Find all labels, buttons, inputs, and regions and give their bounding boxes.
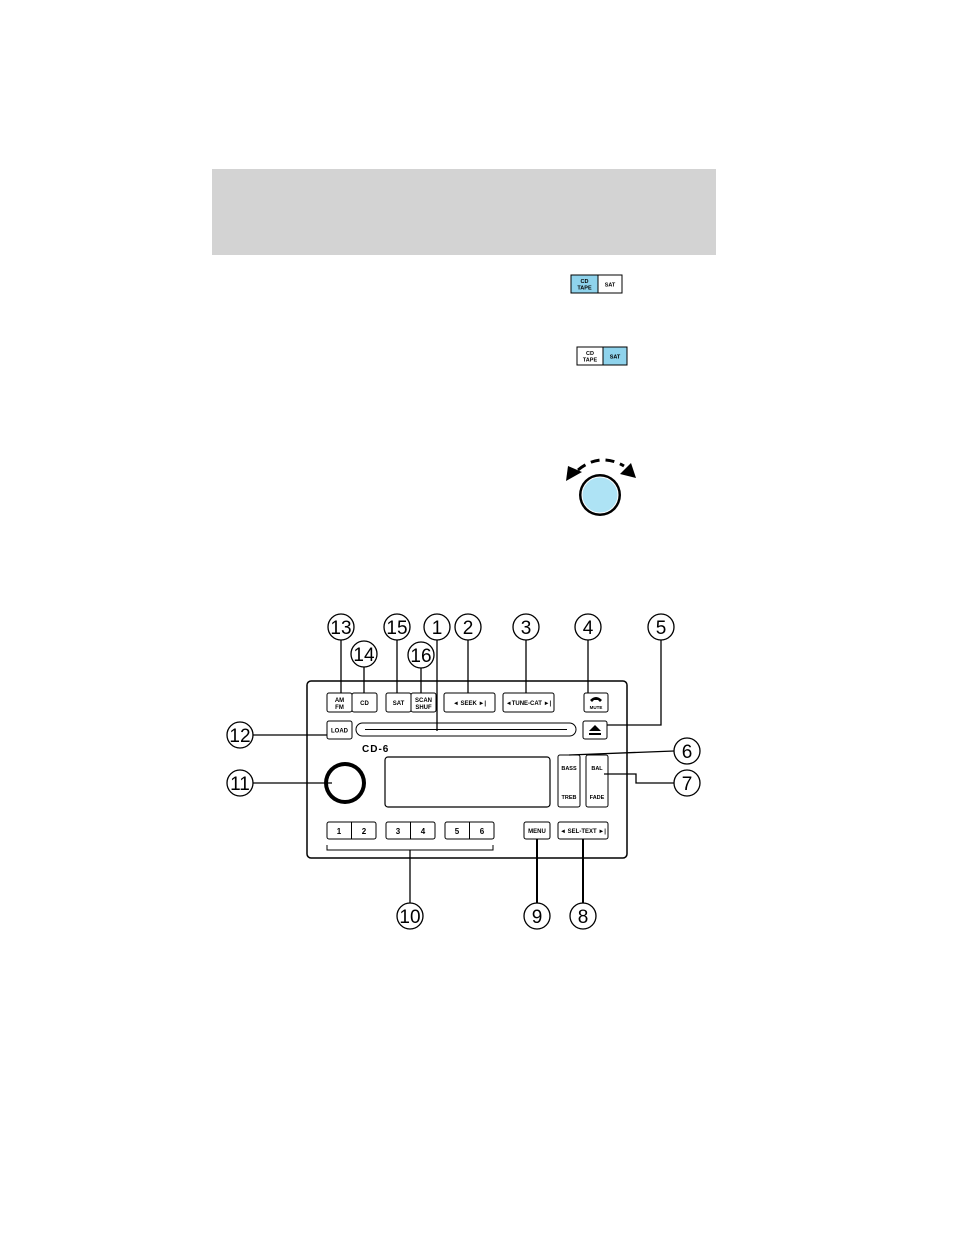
display-screen bbox=[385, 757, 550, 807]
tape-label: TAPE bbox=[577, 286, 592, 292]
scan-shuf-button[interactable]: SCAN SHUF bbox=[411, 693, 436, 712]
seek-label: ◄ SEEK ►| bbox=[453, 701, 487, 707]
preset-button-4[interactable]: 4 bbox=[421, 827, 426, 836]
mute-label: MUTE bbox=[590, 705, 603, 710]
preset-group-1 bbox=[327, 822, 376, 839]
cd-button[interactable]: CD bbox=[352, 693, 377, 712]
load-label: LOAD bbox=[331, 729, 349, 735]
shuf-label: SHUF bbox=[415, 705, 432, 711]
eject-button[interactable] bbox=[583, 721, 607, 739]
preset-group-3 bbox=[445, 822, 494, 839]
rotary-knob-icon bbox=[566, 460, 636, 516]
seek-button[interactable]: ◄ SEEK ►| bbox=[444, 693, 495, 712]
preset-button-2[interactable]: 2 bbox=[362, 827, 367, 836]
cd-label: CD bbox=[586, 351, 594, 357]
preset-button-6[interactable]: 6 bbox=[480, 827, 485, 836]
sel-text-button[interactable]: ◄ SEL-TEXT ►| bbox=[558, 822, 608, 839]
preset-button-3[interactable]: 3 bbox=[396, 827, 401, 836]
bass-treb-button[interactable]: BASS TREB bbox=[558, 755, 580, 807]
callout-15: 15 bbox=[386, 618, 407, 639]
model-logo: CD-6 bbox=[362, 744, 389, 755]
callout-4: 4 bbox=[583, 618, 594, 639]
callout-5: 5 bbox=[656, 618, 667, 639]
callout-16: 16 bbox=[410, 646, 431, 667]
sat-button[interactable]: SAT bbox=[386, 693, 411, 712]
preset-button-1[interactable]: 1 bbox=[337, 827, 342, 836]
fm-label: FM bbox=[335, 705, 344, 711]
bal-fade-button[interactable]: BAL FADE bbox=[586, 755, 608, 807]
mute-button[interactable]: MUTE bbox=[584, 693, 608, 712]
preset-group-2 bbox=[386, 822, 435, 839]
sat-active-icon: CD TAPE SAT bbox=[577, 347, 627, 365]
tape-label: TAPE bbox=[583, 358, 598, 364]
callout-6: 6 bbox=[682, 742, 693, 763]
radio-faceplate: AM FM CD SAT SCAN SHUF ◄ SEEK ►| ◄TUNE-C… bbox=[307, 681, 627, 858]
sat-button-label: SAT bbox=[393, 701, 405, 707]
am-label: AM bbox=[335, 698, 344, 704]
bass-label: BASS bbox=[561, 766, 577, 772]
preset-button-5[interactable]: 5 bbox=[455, 827, 460, 836]
sel-text-label: ◄ SEL-TEXT ►| bbox=[560, 829, 606, 835]
callout-7: 7 bbox=[682, 774, 693, 795]
cd-tape-active-icon: CD TAPE SAT bbox=[571, 275, 622, 293]
callout-12: 12 bbox=[229, 726, 250, 747]
cd-slot bbox=[356, 723, 576, 736]
cd-label: CD bbox=[581, 279, 589, 285]
callout-8: 8 bbox=[578, 907, 589, 928]
am-fm-button[interactable]: AM FM bbox=[327, 693, 352, 712]
callout-1: 1 bbox=[432, 618, 443, 639]
callout-13: 13 bbox=[330, 618, 351, 639]
fade-label: FADE bbox=[590, 795, 605, 801]
sat-label: SAT bbox=[605, 283, 616, 289]
scan-label: SCAN bbox=[415, 698, 432, 704]
callout-10: 10 bbox=[399, 907, 420, 928]
load-button[interactable]: LOAD bbox=[327, 721, 352, 739]
menu-label: MENU bbox=[528, 829, 546, 835]
cd-button-label: CD bbox=[360, 701, 369, 707]
sat-label: SAT bbox=[610, 355, 621, 361]
tune-cat-button[interactable]: ◄TUNE-CAT ►| bbox=[503, 693, 554, 712]
bal-label: BAL bbox=[591, 766, 603, 772]
callout-14: 14 bbox=[353, 645, 375, 666]
menu-button[interactable]: MENU bbox=[524, 822, 550, 839]
callout-2: 2 bbox=[463, 618, 474, 639]
callout-9: 9 bbox=[532, 907, 543, 928]
callout-11: 11 bbox=[230, 774, 250, 795]
treb-label: TREB bbox=[562, 795, 577, 801]
tune-cat-label: ◄TUNE-CAT ►| bbox=[506, 701, 552, 707]
callout-3: 3 bbox=[521, 618, 532, 639]
